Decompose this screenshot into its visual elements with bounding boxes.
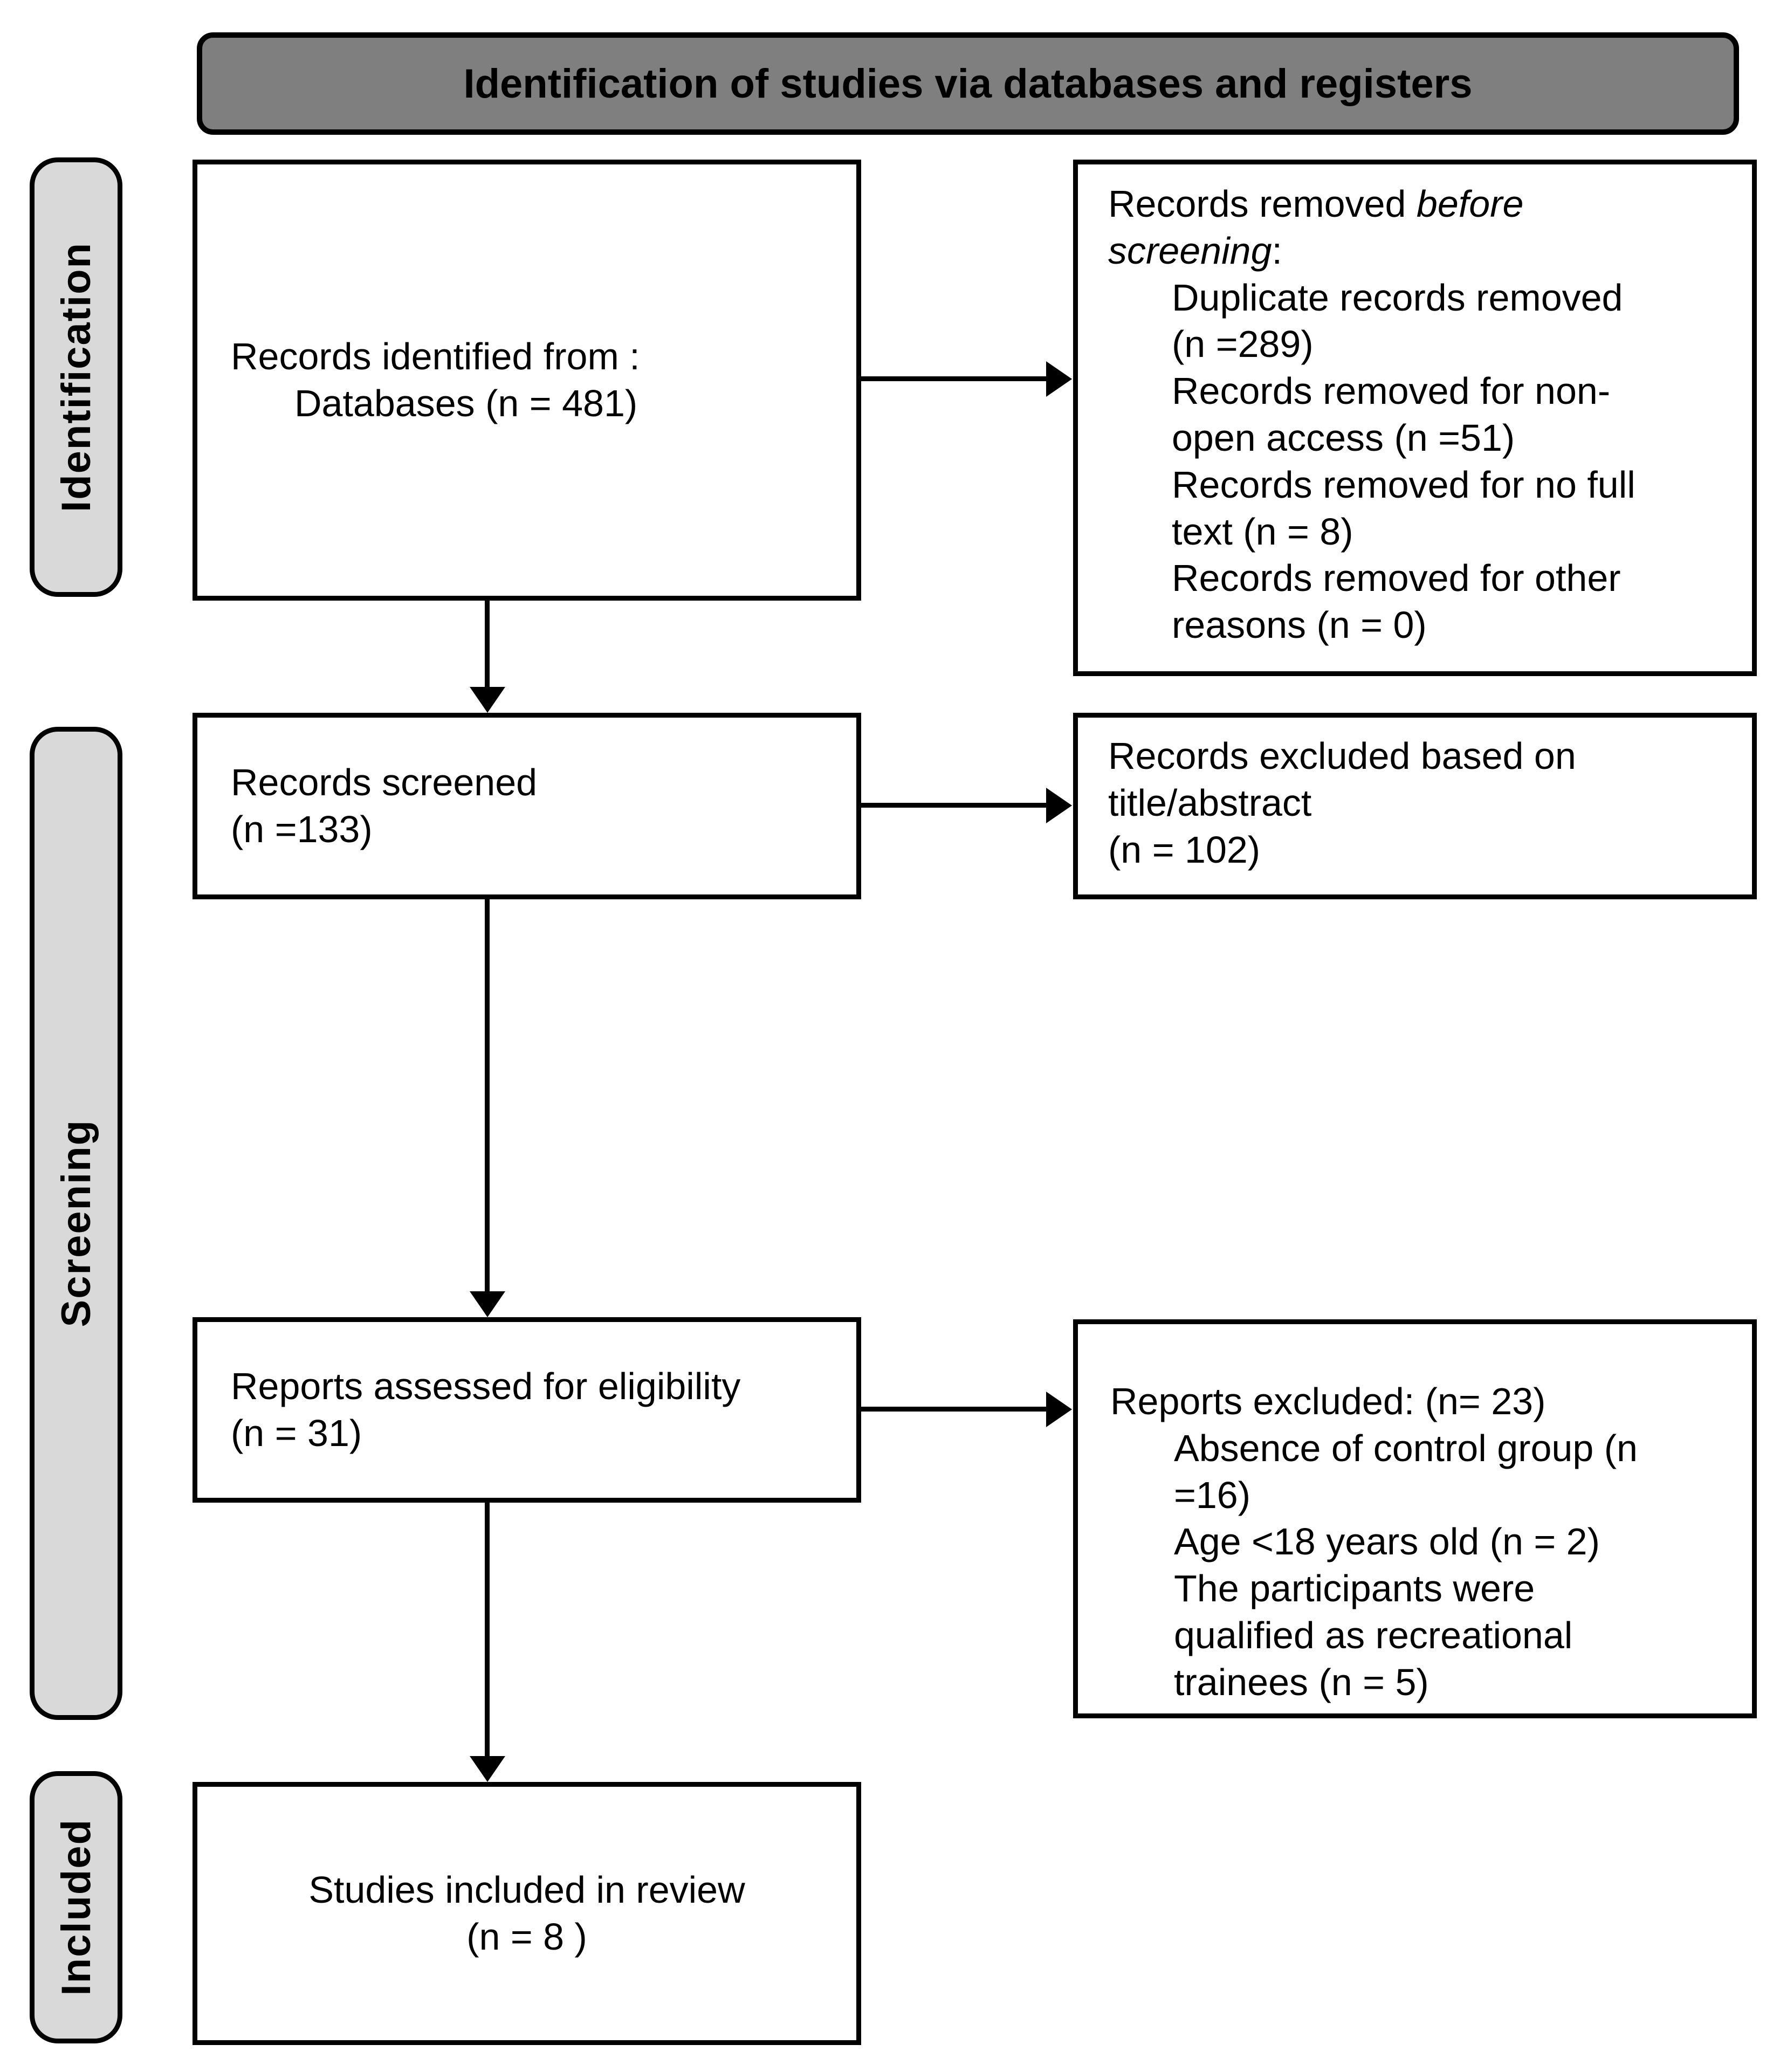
reports-excluded-items: Absence of control group (n =16)Age <18 …	[1110, 1425, 1736, 1706]
list-item: Records removed for other reasons (n = 0…	[1172, 557, 1621, 646]
list-item: The participants were qualified as recre…	[1174, 1567, 1573, 1703]
arrow-assessed-to-included	[485, 1503, 490, 1757]
box-reports-assessed: Reports assessed for eligibility (n = 31…	[193, 1317, 861, 1503]
stage-label-screening: Screening	[30, 727, 122, 1720]
stage-label-included: Included	[30, 1771, 122, 2043]
studies-included-text: Studies included in review (n = 8 )	[308, 1869, 745, 1958]
banner-title-text: Identification of studies via databases …	[463, 60, 1473, 107]
list-item: Age <18 years old (n = 2)	[1174, 1520, 1600, 1563]
banner-title: Identification of studies via databases …	[197, 32, 1739, 135]
records-removed-items: Duplicate records removed (n =289)Record…	[1108, 274, 1730, 649]
arrow-identified-to-removed	[861, 376, 1047, 381]
box-records-identified: Records identified from : Databases (n =…	[193, 160, 861, 601]
arrow-assessed-to-excluded	[861, 1407, 1047, 1412]
stage-label-identification-text: Identification	[53, 242, 99, 512]
arrow-screened-to-assessed	[485, 899, 490, 1292]
records-screened-text: Records screened (n =133)	[231, 761, 538, 850]
reports-excluded-intro: Reports excluded: (n= 23)	[1110, 1380, 1546, 1422]
list-item: Duplicate records removed (n =289)	[1172, 276, 1623, 366]
arrow-screened-to-excluded	[861, 803, 1047, 808]
records-identified-line2: Databases (n = 481)	[294, 382, 638, 424]
reports-assessed-text: Reports assessed for eligibility (n = 31…	[231, 1365, 741, 1454]
records-excluded-text: Records excluded based on title/abstract…	[1108, 735, 1576, 871]
box-studies-included: Studies included in review (n = 8 )	[193, 1782, 861, 2045]
list-item: Records removed for no full text (n = 8)	[1172, 463, 1635, 553]
stage-label-included-text: Included	[53, 1819, 99, 1996]
records-removed-intro: Records removed before screening:	[1108, 183, 1524, 272]
arrow-identified-to-screened	[485, 601, 490, 688]
list-item: Records removed for non- open access (n …	[1172, 370, 1611, 459]
box-records-removed-before-screening: Records removed before screening: Duplic…	[1073, 160, 1757, 676]
box-records-screened: Records screened (n =133)	[193, 713, 861, 899]
box-reports-excluded: Reports excluded: (n= 23) Absence of con…	[1073, 1319, 1757, 1718]
stage-label-identification: Identification	[30, 157, 122, 597]
list-item: Absence of control group (n =16)	[1174, 1427, 1638, 1516]
stage-label-screening-text: Screening	[53, 1119, 99, 1327]
box-records-excluded-title-abstract: Records excluded based on title/abstract…	[1073, 713, 1757, 899]
records-identified-line1: Records identified from :	[231, 335, 640, 378]
